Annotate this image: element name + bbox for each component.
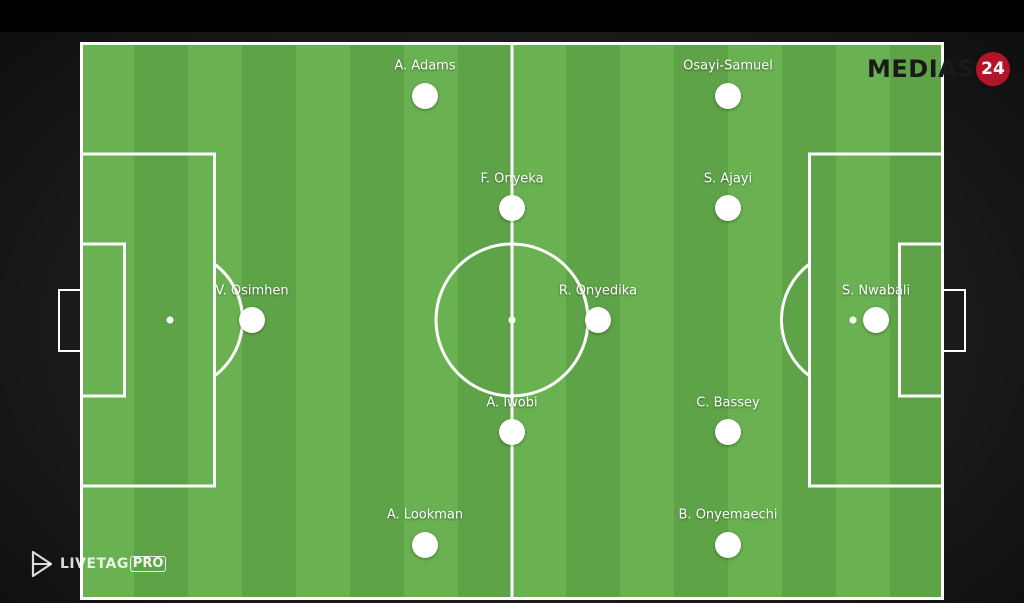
livetag-watermark: LIVETAG PRO	[30, 550, 167, 578]
player-name: V. Osimhen	[215, 283, 289, 299]
right-goal	[944, 289, 966, 352]
player-name: Osayi-Samuel	[683, 58, 773, 74]
player-marker[interactable]	[715, 419, 741, 445]
football-pitch	[80, 42, 944, 600]
player-marker[interactable]	[412, 83, 438, 109]
brand-badge: 24	[976, 52, 1010, 86]
medias24-logo: MEDIAS 24	[867, 52, 1010, 86]
player-marker[interactable]	[863, 307, 889, 333]
pitch-markings	[80, 42, 944, 600]
player-name: S. Nwabali	[841, 283, 911, 299]
left-penalty-area	[80, 152, 216, 488]
right-goal-area	[898, 242, 944, 398]
left-goal-area	[80, 242, 126, 398]
player-marker[interactable]	[715, 532, 741, 558]
player-marker[interactable]	[499, 195, 525, 221]
player-name: A. Lookman	[386, 507, 464, 523]
player-marker[interactable]	[585, 307, 611, 333]
player-name: A. Iwobi	[486, 395, 538, 411]
play-icon	[31, 550, 53, 578]
watermark-pro-badge: PRO	[129, 556, 167, 572]
right-penalty-spot	[849, 316, 857, 324]
left-penalty-spot	[166, 316, 174, 324]
player-name: A. Adams	[394, 58, 456, 74]
player-marker[interactable]	[715, 83, 741, 109]
center-spot	[508, 316, 516, 324]
player-name: F. Onyeka	[480, 171, 544, 187]
player-name: S. Ajayi	[703, 171, 753, 187]
player-marker[interactable]	[499, 419, 525, 445]
top-bar	[0, 0, 1024, 32]
left-goal	[58, 289, 80, 352]
player-marker[interactable]	[239, 307, 265, 333]
watermark-text: LIVETAG	[60, 556, 129, 572]
player-marker[interactable]	[715, 195, 741, 221]
right-penalty-arc	[780, 262, 811, 378]
player-marker[interactable]	[412, 532, 438, 558]
brand-text: MEDIAS	[867, 55, 975, 83]
player-name: B. Onyemaechi	[678, 507, 778, 523]
player-name: R. Onyedika	[558, 283, 638, 299]
player-name: C. Bassey	[696, 395, 760, 411]
